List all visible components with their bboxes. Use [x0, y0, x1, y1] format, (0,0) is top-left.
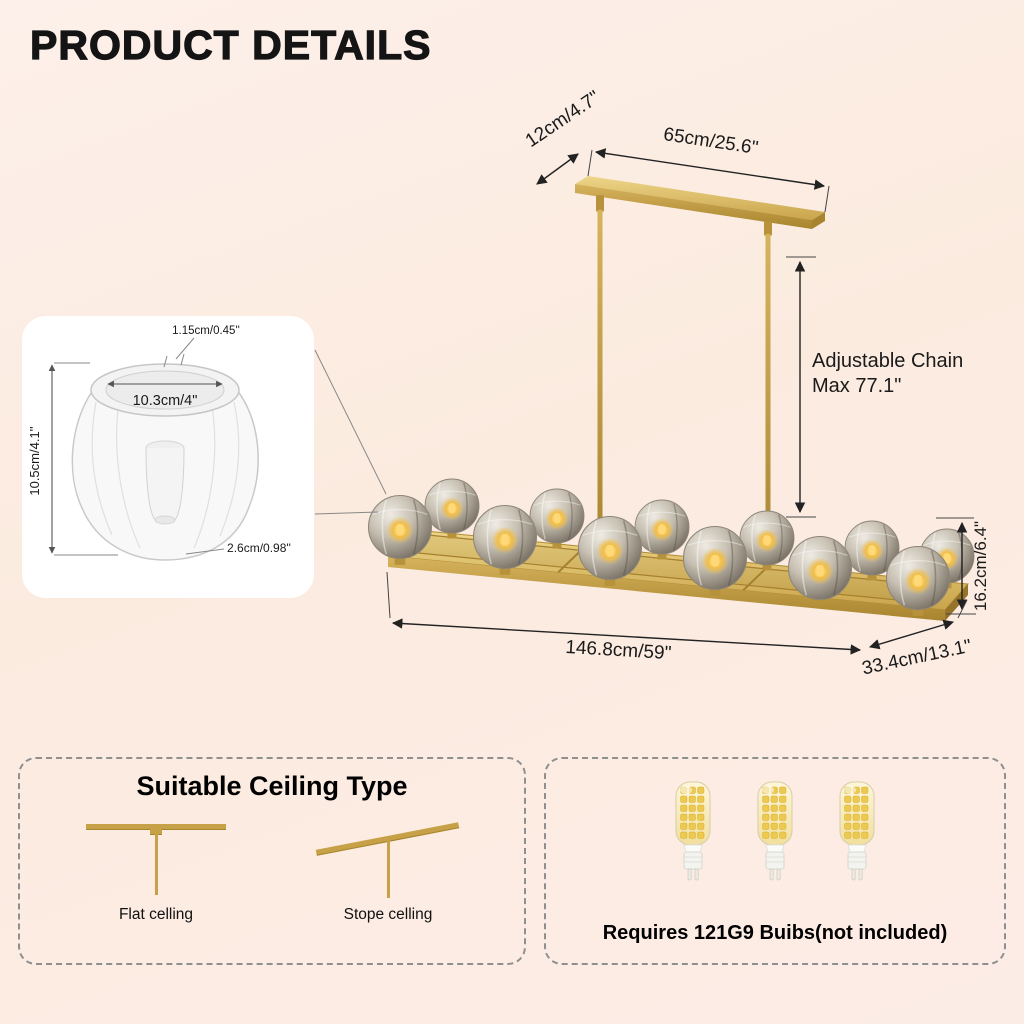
slope-ceiling-label: Stope celling [343, 906, 433, 923]
chain-label-line2: Max 77.1" [812, 375, 901, 397]
flat-ceiling-label: Flat celling [118, 906, 194, 923]
fixture-length-label: 146.8cm/59" [565, 637, 672, 664]
fixture-depth-label: 33.4cm/13.1" [860, 636, 973, 680]
base-width-label: 2.6cm/0.98'' [227, 541, 291, 555]
hanging-rods [597, 210, 771, 580]
flat-ceiling-rod [155, 829, 158, 895]
ceiling-canopy [575, 176, 825, 236]
chandelier-dimension-diagram: 65cm/25.6" 12cm/4.7" Adjustable Chain Ma… [22, 86, 990, 680]
opening-diameter-label: 10.3cm/4" [133, 393, 198, 409]
dimension-fixture-height: 16.2cm/6.4" [936, 517, 990, 615]
shade-height-label: 10.5cm/4.1'' [27, 426, 42, 495]
fixture-height-label: 16.2cm/6.4" [971, 521, 990, 611]
glass-shade-drawing [71, 363, 259, 561]
dimension-chain: Adjustable Chain Max 77.1" [786, 256, 963, 518]
ceiling-icons-row: Flat celling Stope celling [20, 810, 524, 924]
rim-thickness-label: 1.15cm/0.45'' [172, 325, 240, 337]
dimension-canopy-depth: 12cm/4.7" [522, 87, 604, 185]
flat-ceiling-option: Flat celling [71, 810, 241, 924]
slope-ceiling-icon [303, 810, 473, 904]
canopy-length-label: 65cm/25.6" [662, 124, 760, 159]
flat-ceiling-icon [71, 810, 241, 904]
shade-detail-inset: 1.15cm/0.45'' 10.3cm/4" 10.5cm/4.1'' 2.6… [22, 316, 387, 598]
g9-bulb-icon [839, 781, 875, 881]
g9-bulb-icon [757, 781, 793, 881]
slope-ceiling-rod [387, 838, 390, 898]
slope-ceiling-option: Stope celling [303, 810, 473, 924]
bulb-requirement-text: Requires 121G9 Buibs(not included) [602, 922, 948, 944]
g9-bulb-icon [675, 781, 711, 881]
bulb-icons-row [665, 779, 885, 885]
canopy-depth-label: 12cm/4.7" [522, 87, 604, 152]
ceiling-box-title: Suitable Ceiling Type [136, 771, 408, 801]
ceiling-type-box: Suitable Ceiling Type Flat celling Stope… [18, 757, 526, 965]
chain-label-line1: Adjustable Chain [812, 350, 963, 372]
bulb-requirement-box: Requires 121G9 Buibs(not included) [544, 757, 1006, 965]
shade-detail-dimensions: 1.15cm/0.45'' 10.3cm/4" 10.5cm/4.1'' 2.6… [27, 325, 291, 556]
page-title: PRODUCT DETAILS [29, 21, 432, 68]
